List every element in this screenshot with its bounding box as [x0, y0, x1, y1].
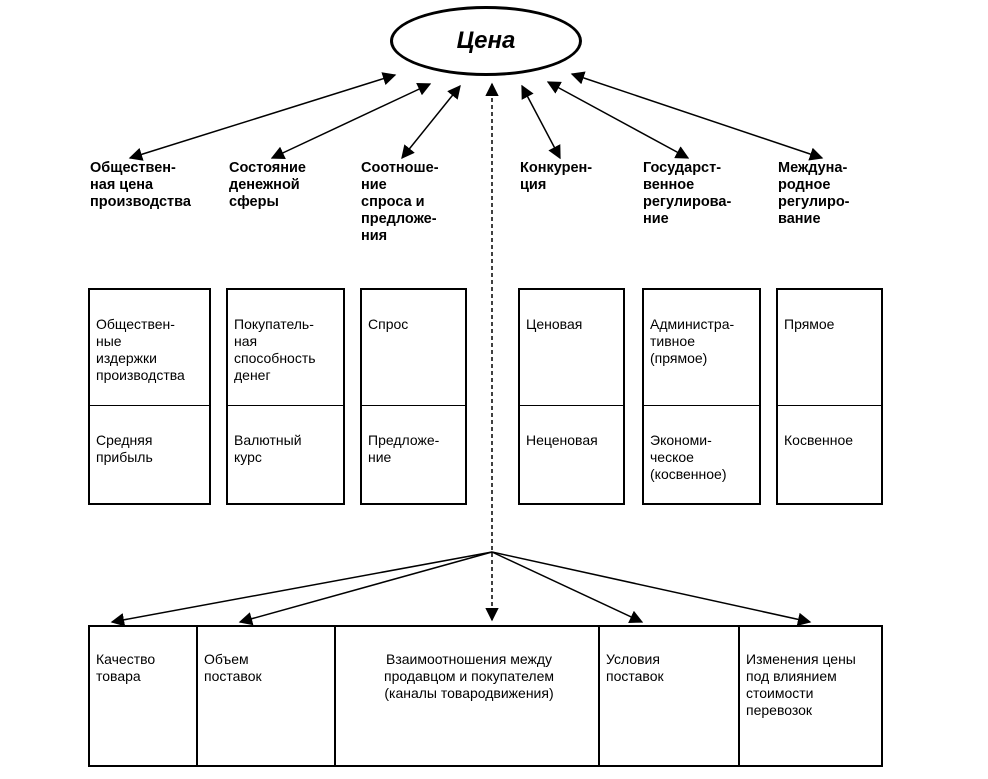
factor-box-4-top: Ценовая: [520, 290, 623, 406]
factor-box-4-bottom: Неценовая: [526, 432, 598, 448]
factor-box-2: Покупатель- ная способность денег Валютн…: [226, 288, 345, 505]
factor-box-6-bottom: Косвенное: [784, 432, 854, 448]
arrow-factor-4: [521, 84, 561, 160]
factor-box-6-top: Прямое: [778, 290, 881, 406]
factor-box-2-top: Покупатель- ная способность денег: [228, 290, 343, 406]
arrow-factor-1: [128, 72, 397, 161]
factor-box-4: Ценовая Неценовая: [518, 288, 625, 505]
bottom-item-1: Качество товара: [90, 627, 198, 765]
factor-box-6: Прямое Косвенное: [776, 288, 883, 505]
factor-box-1-bottom: Средняя прибыль: [96, 432, 153, 465]
factor-heading-3: Соотноше- ние спроса и предложе- ния: [361, 160, 439, 244]
factor-heading-5: Государст- венное регулирова- ние: [643, 160, 732, 227]
factor-box-3-top: Спрос: [362, 290, 465, 406]
factor-box-1: Обществен- ные издержки производства Сре…: [88, 288, 211, 505]
arrow-bottom-2: [238, 551, 493, 626]
center-label: Цена: [456, 27, 516, 54]
factor-heading-6: Междуна- родное регулиро- вание: [778, 160, 850, 227]
bottom-factors-row: Качество товара Объем поставок Взаимоотн…: [88, 625, 883, 767]
bottom-item-2: Объем поставок: [198, 627, 336, 765]
factor-box-5-top: Администра- тивное (прямое): [644, 290, 759, 406]
arrow-factor-3: [401, 84, 461, 160]
arrow-bottom-4: [491, 551, 644, 623]
bottom-item-4: Условия поставок: [600, 627, 740, 765]
arrow-bottom-1: [110, 551, 493, 627]
bottom-item-3: Взаимоотношения между продавцом и покупа…: [336, 627, 600, 765]
factor-heading-1: Обществен- ная цена производства: [90, 160, 191, 210]
factor-box-3-bottom: Предложе- ние: [368, 432, 440, 465]
factor-box-5: Администра- тивное (прямое) Экономи- чес…: [642, 288, 761, 505]
center-oval: Цена: [390, 6, 582, 76]
bottom-item-5: Изменения цены под влиянием стоимости пе…: [746, 651, 856, 718]
arrow-bottom-5: [491, 551, 812, 626]
arrow-factor-2: [270, 83, 432, 159]
arrow-factor-5: [546, 81, 690, 159]
factor-box-1-top: Обществен- ные издержки производства: [90, 290, 209, 406]
factor-heading-4: Конкурен- ция: [520, 160, 593, 193]
factor-box-5-bottom: Экономи- ческое (косвенное): [650, 432, 727, 482]
factor-heading-2: Состояние денежной сферы: [229, 160, 306, 210]
arrow-factor-6: [570, 71, 824, 161]
factor-box-3: Спрос Предложе- ние: [360, 288, 467, 505]
factor-box-2-bottom: Валютный курс: [234, 432, 302, 465]
